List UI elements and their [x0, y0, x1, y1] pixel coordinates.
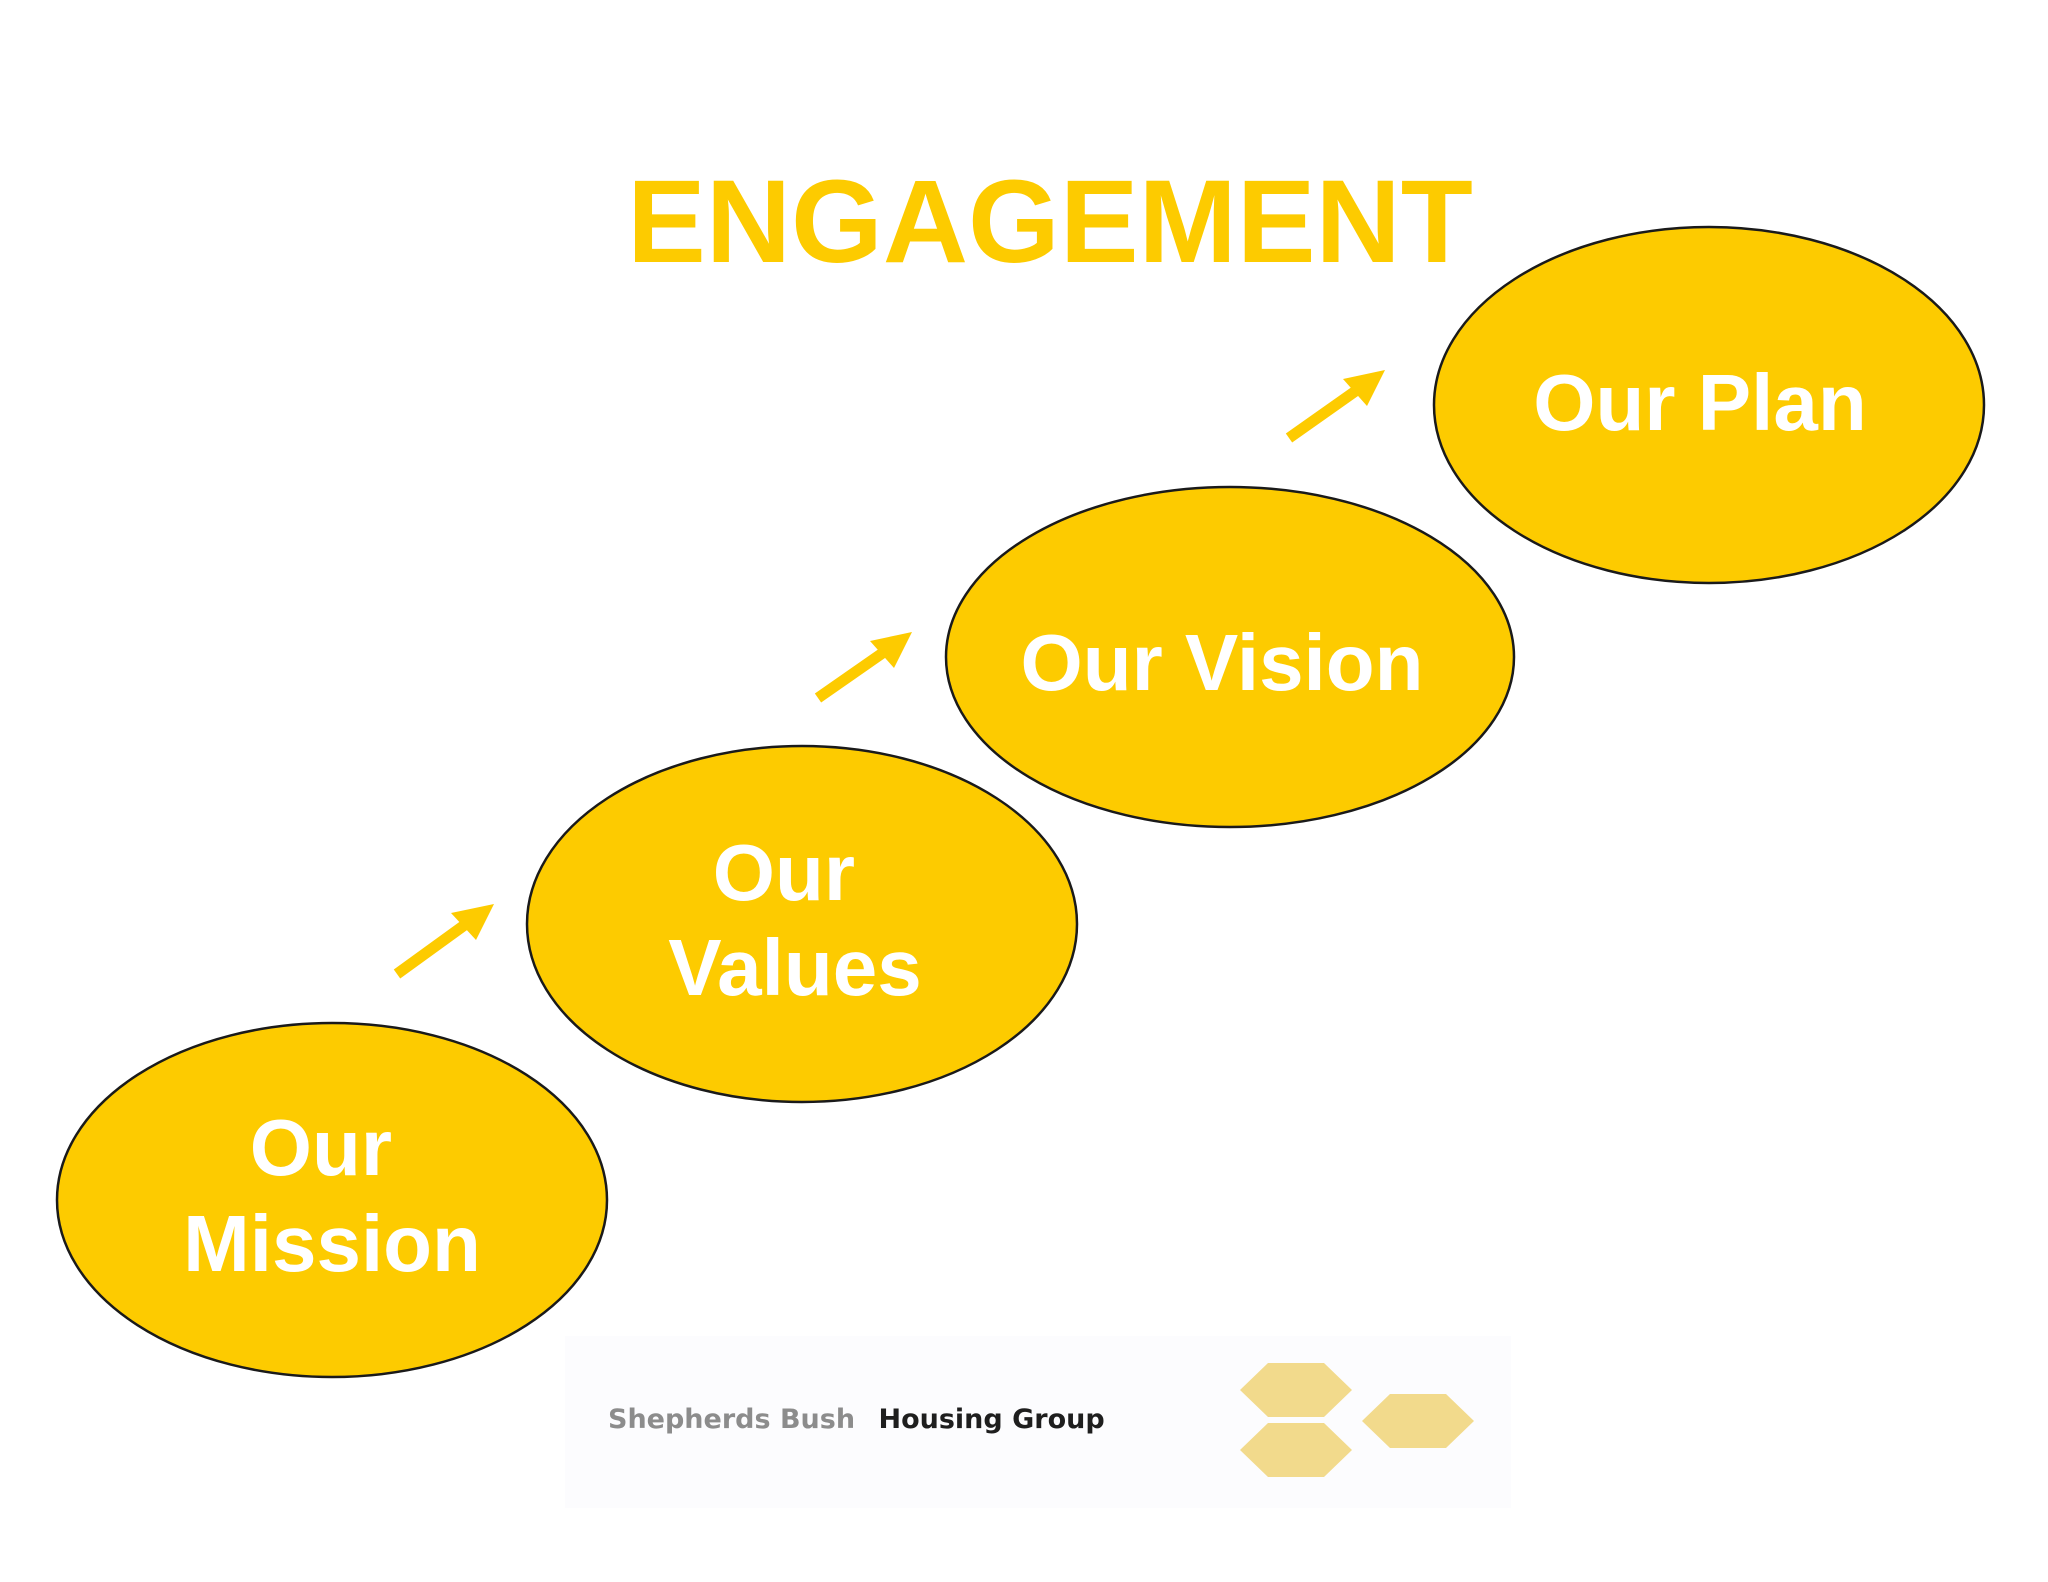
node-ellipse — [525, 744, 1079, 1104]
node-label-line: Our — [250, 1103, 392, 1192]
node-ellipse — [55, 1021, 609, 1379]
node-label-line: Values — [668, 923, 922, 1012]
svg-text:Our Plan: Our Plan — [1533, 358, 1866, 447]
svg-text:Our Vision: Our Vision — [1020, 618, 1423, 707]
node-our-plan: Our Plan — [1432, 225, 1986, 585]
node-label-line: Mission — [183, 1199, 481, 1288]
svg-text:Shepherds Bush Housing: Shepherds Bush Housing Group — [608, 1404, 1105, 1435]
logo-backdrop — [565, 1336, 1511, 1508]
node-our-values: Our Values — [525, 744, 1079, 1104]
node-ellipse — [1432, 225, 1986, 585]
arrow-vision-to-plan — [1285, 370, 1385, 443]
node-label-line: Our Vision — [1020, 618, 1423, 707]
node-ellipse — [944, 485, 1516, 829]
node-label-line: Our — [713, 828, 855, 917]
diagram-title: ENGAGEMENT — [627, 156, 1473, 288]
node-our-vision: Our Vision — [944, 485, 1516, 829]
arrow-values-to-vision — [814, 632, 912, 703]
logo-name-dark: Housing Group — [878, 1404, 1104, 1435]
arrow-mission-to-values — [393, 904, 494, 979]
honeycomb-hexagons-icon — [1240, 1363, 1474, 1477]
node-label-line: Our Plan — [1533, 358, 1866, 447]
svg-text:Our Mission: Our Mission — [183, 1103, 481, 1288]
logo-name-light: Shepherds Bush — [608, 1404, 855, 1435]
node-our-mission: Our Mission — [55, 1021, 609, 1379]
organization-logo: Shepherds Bush Housing Group — [565, 1336, 1511, 1508]
svg-text:Our Values: Our Values — [668, 828, 922, 1012]
